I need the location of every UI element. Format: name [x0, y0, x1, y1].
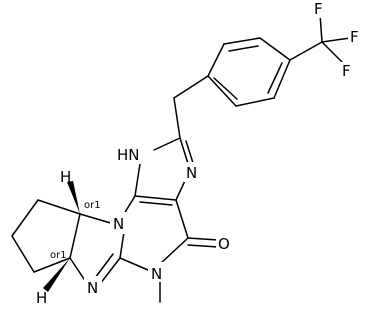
bond-benzene-double	[228, 45, 259, 52]
fluorine-label-top: F	[314, 0, 323, 18]
bond-c-f-right	[321, 37, 351, 43]
fluorine-label-right: F	[350, 28, 359, 46]
bond-benzene	[207, 43, 225, 77]
bond-cyclopentane	[37, 199, 81, 215]
bond-benzene	[235, 97, 275, 107]
bond-cyclopentane	[33, 257, 71, 273]
bond-c-cf3	[289, 41, 323, 61]
bond-n-ch	[79, 213, 115, 225]
stereo-label-bottom: or1	[50, 250, 67, 261]
bond-cyclopentane	[11, 199, 39, 237]
bond-c-f-top	[319, 13, 323, 43]
bond-ch-n	[69, 257, 87, 283]
wedge-bond-bottom	[43, 258, 70, 292]
bond-pyrimidine	[175, 199, 189, 239]
bond-imidazole-fused-double	[139, 201, 173, 206]
carbonyl-o-label: O	[218, 235, 230, 253]
bond-layer	[11, 13, 351, 303]
h-label-top: H	[60, 168, 71, 186]
imine-n-label: N	[87, 279, 98, 297]
bond-c-f-mid	[321, 41, 345, 65]
wedge-bond-top	[67, 181, 80, 214]
bond-cyclopentane	[11, 235, 35, 273]
fluorine-label-mid: F	[342, 62, 351, 80]
bond-imidazole	[134, 163, 141, 197]
bond-amidine	[99, 257, 121, 285]
bond-carbonyl	[187, 237, 219, 241]
bond-ch2	[173, 75, 209, 99]
bond-ch2-c2	[173, 97, 181, 139]
bond-benzene	[273, 59, 291, 99]
bond-amidine-double	[94, 253, 114, 279]
bond-pyrimidine	[119, 231, 125, 259]
bond-imidazole-fused	[134, 195, 177, 201]
bond-benzene-double	[213, 77, 238, 100]
bond-imidazole-double	[185, 140, 195, 167]
bond-ring-fusion	[69, 213, 81, 259]
bond-pyrimidine	[119, 257, 149, 271]
bond-benzene	[207, 75, 237, 107]
bond-pyrimidine	[123, 195, 136, 215]
bond-carbonyl-double	[187, 244, 219, 248]
methyl-n-label: N	[151, 265, 162, 283]
nh-label: HN	[117, 146, 140, 164]
bond-benzene-double	[267, 62, 283, 94]
bond-pyrimidine	[159, 237, 189, 265]
imidazole-n-label: N	[186, 164, 197, 182]
bond-benzene	[259, 37, 291, 61]
atom-labels: F F F HN N O N N N H H or1 or1	[36, 0, 364, 307]
bond-imidazole	[153, 137, 181, 151]
bond-benzene	[223, 37, 261, 45]
ring-n-label: N	[113, 215, 124, 233]
stereo-label-top: or1	[84, 200, 101, 211]
h-label-bottom: H	[36, 289, 47, 307]
